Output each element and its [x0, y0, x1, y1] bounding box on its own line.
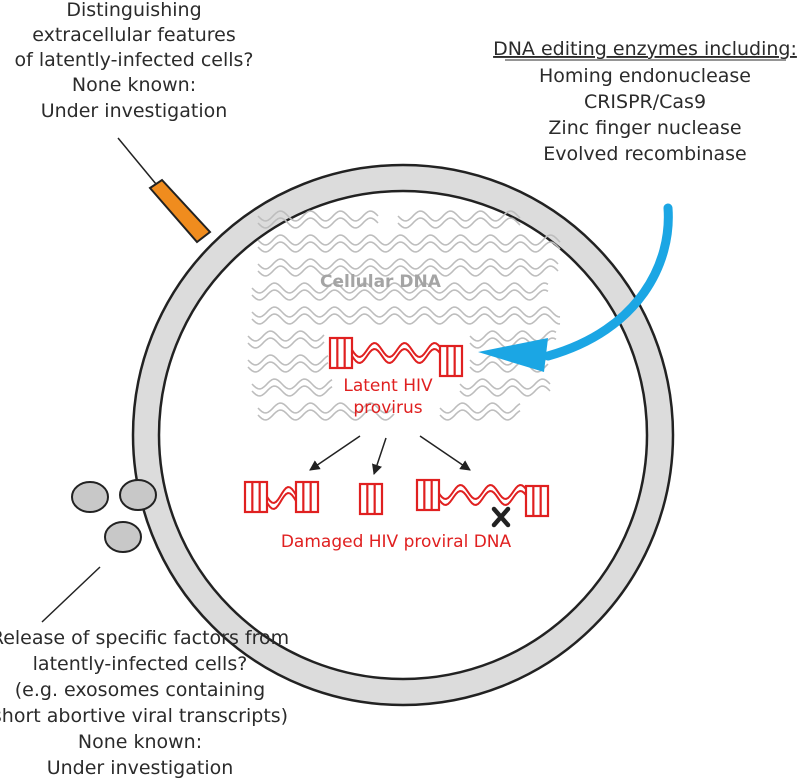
ltr-box — [415, 478, 441, 512]
damage-arrow-left — [309, 435, 361, 471]
exosome — [119, 479, 157, 511]
provirus-label: provirus — [353, 398, 422, 418]
enzyme-item: Evolved recombinase — [543, 143, 746, 165]
exosome — [71, 481, 109, 513]
cellular-dna-strand — [251, 313, 561, 325]
note-line: Release of specific factors from — [0, 627, 289, 649]
cellular-dna-strand — [251, 378, 333, 390]
cellular-dna-strand — [257, 210, 379, 222]
damage-arrow-middle — [372, 437, 387, 475]
damaged-provirus-mutated — [415, 478, 550, 518]
latent-provirus — [328, 336, 464, 378]
damaged-provirus-excised — [358, 482, 384, 516]
extracellular-features-note: Distinguishing extracellular features of… — [14, 0, 253, 122]
provirus-strand — [437, 490, 527, 506]
cellular-dna-strand — [251, 282, 549, 294]
ltr-box — [358, 482, 384, 516]
note-line: (e.g. exosomes containing — [15, 679, 266, 701]
cellular-dna-strand — [469, 330, 557, 342]
cellular-dna-strand — [251, 385, 333, 397]
cellular-dna-strand — [257, 265, 559, 277]
surface-receptor — [148, 178, 212, 244]
cellular-dna-strand — [397, 210, 521, 222]
note-line: Distinguishing — [66, 0, 201, 21]
ltr-box — [438, 344, 464, 378]
cellular-dna-strand — [257, 241, 561, 253]
enzyme-item: Zinc finger nuclease — [548, 117, 741, 139]
provirus-strand — [351, 348, 441, 364]
damaged-provirus-deletion — [243, 480, 320, 514]
cellular-dna-strand — [397, 217, 521, 229]
cellular-dna-strand — [247, 354, 329, 366]
note-line: extracellular features — [32, 24, 236, 46]
dna-editing-enzymes-note: DNA editing enzymes including: Homing en… — [493, 38, 797, 165]
damaged-provirus-label: Damaged HIV proviral DNA — [281, 532, 512, 552]
exosome — [104, 521, 142, 553]
note-line: None known: — [72, 74, 196, 96]
cellular-dna-strand — [257, 402, 395, 414]
released-factors-note: Release of specific factors from latentl… — [0, 627, 289, 779]
mutation-x-icon — [491, 506, 511, 528]
enzymes-heading: DNA editing enzymes including: — [493, 38, 797, 60]
cellular-dna-strand — [459, 385, 551, 397]
enzyme-item: Homing endonuclease — [539, 65, 751, 87]
note-line: short abortive viral transcripts) — [0, 705, 288, 727]
cellular-dna — [247, 210, 561, 421]
provirus-strand — [265, 491, 297, 511]
receptor-pointer-line — [117, 137, 157, 185]
cellular-dna-strand — [247, 337, 325, 349]
cellular-dna-strand — [251, 289, 549, 301]
provirus-strand — [351, 342, 441, 358]
cellular-dna-strand — [257, 217, 379, 229]
cellular-dna-strand — [439, 402, 521, 414]
cellular-dna-strand — [459, 378, 551, 390]
cell-interior — [157, 189, 649, 681]
note-line: latently-infected cells? — [33, 653, 248, 675]
cellular-dna-strand — [251, 306, 561, 318]
note-line: None known: — [78, 731, 202, 753]
exosomes — [71, 479, 157, 553]
cellular-dna-strand — [469, 361, 549, 373]
enzyme-item: CRISPR/Cas9 — [584, 91, 706, 113]
ltr-box — [328, 336, 354, 370]
note-line: Under investigation — [41, 100, 228, 122]
note-line: of latently-infected cells? — [14, 49, 253, 71]
cellular-dna-strand — [257, 409, 395, 421]
damage-arrow-right — [419, 435, 471, 471]
cellular-dna-strand — [257, 234, 561, 246]
ltr-box — [294, 480, 320, 514]
ltr-box — [243, 480, 269, 514]
exosome-pointer-line — [41, 566, 101, 623]
cellular-dna-strand — [247, 330, 325, 342]
note-line: Under investigation — [47, 757, 234, 779]
cell — [131, 163, 675, 707]
provirus-strand — [265, 485, 297, 505]
cellular-dna-label: Cellular DNA — [320, 272, 442, 292]
cellular-dna-strand — [439, 409, 521, 421]
provirus-strand — [437, 484, 527, 500]
latent-hiv-label: Latent HIV — [343, 376, 433, 396]
ltr-box — [524, 484, 550, 518]
enzyme-arrow — [478, 203, 673, 372]
cellular-dna-strand — [257, 258, 559, 270]
cellular-dna-strand — [247, 361, 329, 373]
